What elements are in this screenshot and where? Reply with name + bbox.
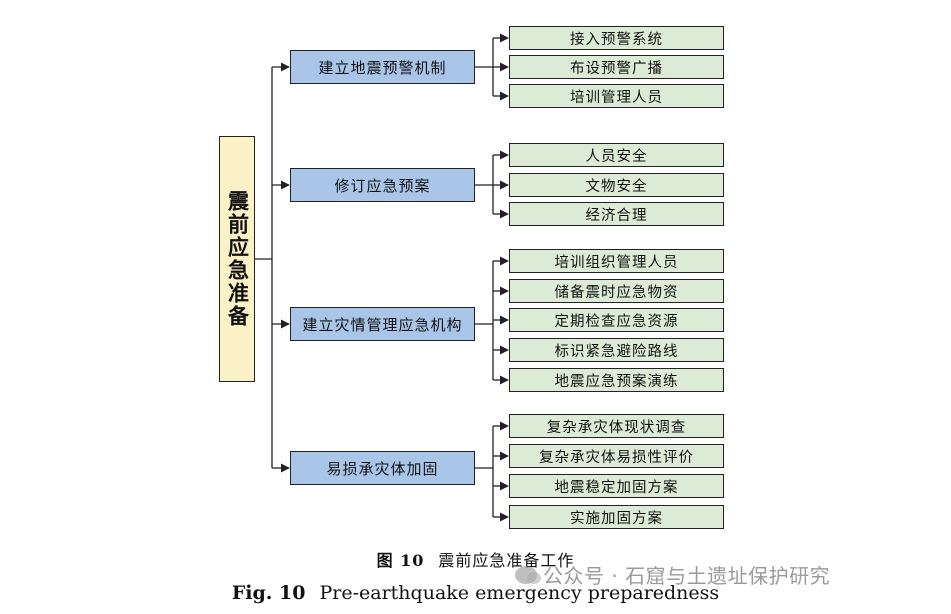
leaf-label: 培训组织管理人员 [554, 254, 679, 271]
figure-number-english: Fig. 10 [231, 582, 306, 604]
leaf-label: 文物安全 [585, 178, 648, 195]
figure-title-chinese: 震前应急准备工作 [438, 551, 575, 570]
leaf-box: 标识紧急避险路线 [509, 338, 724, 362]
leaf-box: 实施加固方案 [509, 505, 724, 529]
leaf-label: 实施加固方案 [570, 510, 663, 527]
category-label: 易损承灾体加固 [326, 459, 439, 478]
leaf-label: 接入预警系统 [570, 31, 663, 48]
category-box-reinforcement: 易损承灾体加固 [290, 451, 475, 485]
wechat-icon [515, 565, 541, 584]
leaf-label: 复杂承灾体现状调查 [546, 419, 687, 436]
leaf-label: 培训管理人员 [570, 89, 663, 106]
root-box: 震前应急准备 [219, 136, 255, 382]
leaf-label: 地震稳定加固方案 [554, 479, 679, 496]
leaf-box: 地震应急预案演练 [509, 368, 724, 392]
category-label: 修订应急预案 [334, 176, 431, 195]
leaf-label: 人员安全 [585, 148, 648, 165]
leaf-box: 文物安全 [509, 173, 724, 197]
figure-caption-english: Fig. 10 Pre-earthquake emergency prepared… [0, 582, 951, 604]
leaf-box: 培训管理人员 [509, 84, 724, 108]
category-box-disaster-agency: 建立灾情管理应急机构 [290, 307, 475, 341]
leaf-box: 复杂承灾体现状调查 [509, 414, 724, 438]
leaf-label: 标识紧急避险路线 [554, 343, 679, 360]
leaf-box: 人员安全 [509, 143, 724, 167]
leaf-box: 经济合理 [509, 202, 724, 226]
root-label: 震前应急准备 [225, 190, 250, 328]
figure-number-chinese: 图 10 [376, 551, 425, 570]
leaf-box: 地震稳定加固方案 [509, 474, 724, 498]
category-box-warning-mechanism: 建立地震预警机制 [290, 50, 475, 84]
leaf-label: 布设预警广播 [570, 60, 663, 77]
figure-caption-chinese: 图 10 震前应急准备工作 [0, 547, 951, 571]
category-box-emergency-plan: 修订应急预案 [290, 168, 475, 202]
leaf-label: 地震应急预案演练 [554, 373, 679, 390]
leaf-box: 布设预警广播 [509, 55, 724, 79]
figure-title-english: Pre-earthquake emergency preparedness [319, 582, 720, 604]
leaf-box: 定期检查应急资源 [509, 308, 724, 332]
leaf-box: 复杂承灾体易损性评价 [509, 444, 724, 468]
category-label: 建立灾情管理应急机构 [302, 315, 463, 334]
watermark: 公众号 · 石窟与土遗址保护研究 [515, 560, 830, 589]
leaf-box: 培训组织管理人员 [509, 249, 724, 273]
leaf-box: 储备震时应急物资 [509, 279, 724, 303]
leaf-box: 接入预警系统 [509, 26, 724, 50]
category-label: 建立地震预警机制 [318, 58, 447, 77]
leaf-label: 复杂承灾体易损性评价 [539, 449, 694, 466]
watermark-text: 公众号 · 石窟与土遗址保护研究 [543, 564, 831, 588]
leaf-label: 储备震时应急物资 [554, 284, 679, 301]
leaf-label: 定期检查应急资源 [554, 313, 679, 330]
leaf-label: 经济合理 [585, 207, 648, 224]
